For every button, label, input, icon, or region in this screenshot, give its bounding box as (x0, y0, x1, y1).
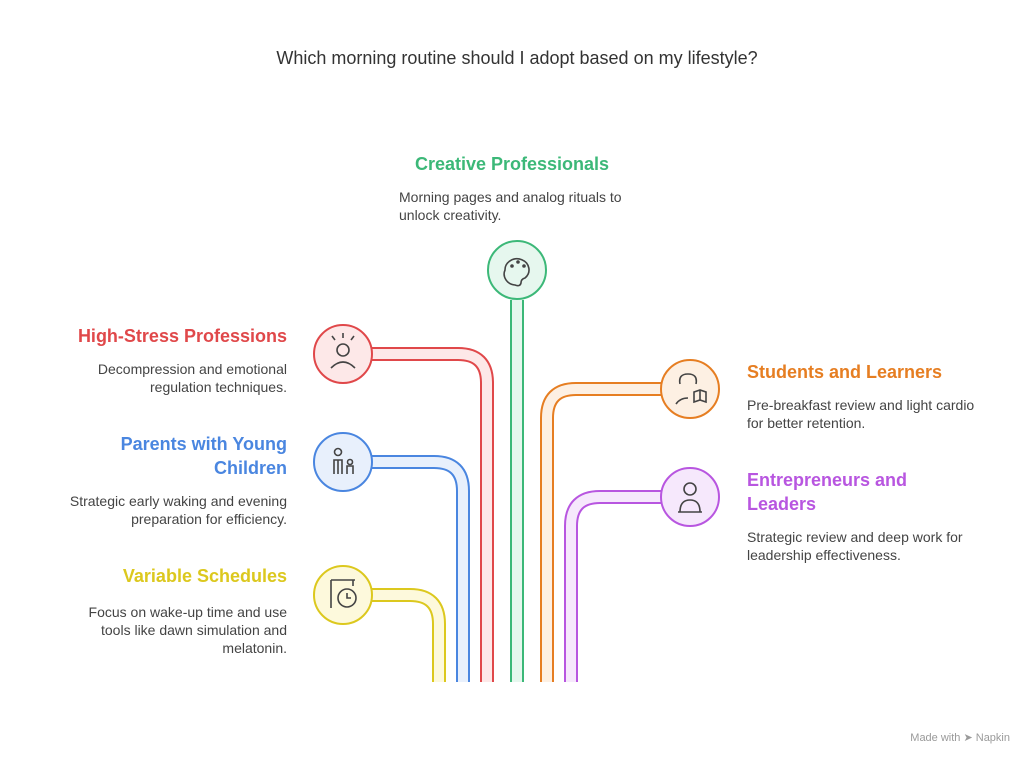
desc-parents: Strategic early waking and evening prepa… (69, 493, 287, 527)
heading-parents: Parents with Young Children (120, 434, 287, 478)
student-book-icon (660, 359, 720, 419)
palette-icon (487, 240, 547, 300)
parent-child-icon (313, 432, 373, 492)
heading-students: Students and Learners (747, 362, 943, 382)
heading-creative: Creative Professionals (414, 154, 610, 174)
pipe-variable (372, 588, 446, 682)
heading-entrepreneurs: Entrepreneurs and Leaders (747, 470, 908, 514)
pipe-students (540, 382, 661, 682)
desc-students: Pre-breakfast review and light cardio fo… (747, 397, 975, 431)
diagram-title: Which morning routine should I adopt bas… (276, 48, 758, 68)
desc-creative: Morning pages and analog rituals to unlo… (399, 189, 622, 223)
desc-entrepreneurs: Strategic review and deep work for leade… (747, 529, 963, 563)
desc-stress: Decompression and emotional regulation t… (97, 361, 287, 395)
leader-icon (660, 467, 720, 527)
pipe-parents (372, 455, 470, 682)
stressed-person-icon (313, 324, 373, 384)
clock-icon (313, 565, 373, 625)
pipe-entrepreneurs (564, 490, 661, 682)
desc-variable: Focus on wake-up time and use tools like… (88, 604, 287, 656)
napkin-watermark: Made with ➤ Napkin (910, 732, 1010, 744)
pipe-stress (372, 347, 494, 682)
heading-variable: Variable Schedules (122, 566, 287, 586)
heading-stress: High-Stress Professions (77, 326, 287, 346)
